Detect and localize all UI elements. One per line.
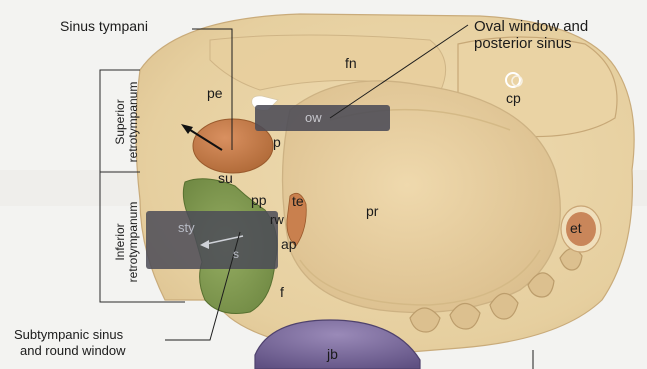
label-f: f (280, 284, 284, 300)
label-inferior-line2: retrotympanum (126, 202, 140, 283)
label-oval-window-line2: posterior sinus (474, 35, 572, 52)
label-inferior-line1: Inferior (113, 223, 127, 260)
label-rw: rw (270, 212, 284, 227)
label-fn: fn (345, 55, 357, 71)
label-ap: ap (281, 236, 297, 252)
label-ow: ow (305, 110, 322, 125)
label-p: p (273, 134, 281, 150)
label-su: su (218, 170, 233, 186)
label-s: s (233, 247, 239, 261)
label-pr: pr (366, 203, 379, 219)
label-et: et (570, 220, 582, 236)
label-sty: sty (178, 220, 195, 235)
label-superior-line1: Superior (113, 99, 127, 144)
label-oval-window-line1: Oval window and (474, 18, 588, 35)
label-subtympanic-line2: and round window (20, 343, 126, 358)
label-jb: jb (326, 346, 338, 362)
label-sinus-tympani: Sinus tympani (60, 18, 148, 34)
sinus-tympani-overlay (146, 211, 278, 269)
label-subtympanic-line1: Subtympanic sinus (14, 327, 124, 342)
label-pp: pp (251, 192, 267, 208)
label-te: te (292, 193, 304, 209)
label-pe: pe (207, 85, 223, 101)
label-cp: cp (506, 90, 521, 106)
label-superior-line2: retrotympanum (126, 82, 140, 163)
oval-window-overlay (255, 105, 390, 131)
